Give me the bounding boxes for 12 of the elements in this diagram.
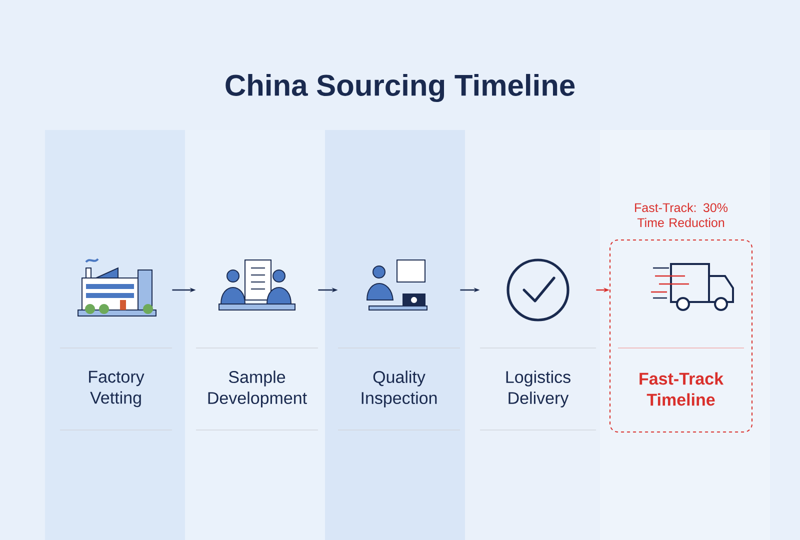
stage-label: Logistics Delivery (506, 370, 570, 408)
stage-column (338, 260, 460, 430)
note: Fast-Track: 30% Time Reduction (635, 202, 728, 228)
stage-label: Sample Development (208, 370, 307, 408)
stage-label: Quality Inspection (362, 370, 437, 408)
stage-column (480, 258, 596, 430)
stage-column (196, 260, 318, 430)
stage-label: Factory Vetting (89, 370, 144, 408)
stage-column (60, 258, 172, 430)
highlight-box (610, 202, 752, 432)
title: China Sourcing Timeline (226, 74, 575, 102)
stage-label: Fast-Track Timeline (640, 372, 724, 406)
